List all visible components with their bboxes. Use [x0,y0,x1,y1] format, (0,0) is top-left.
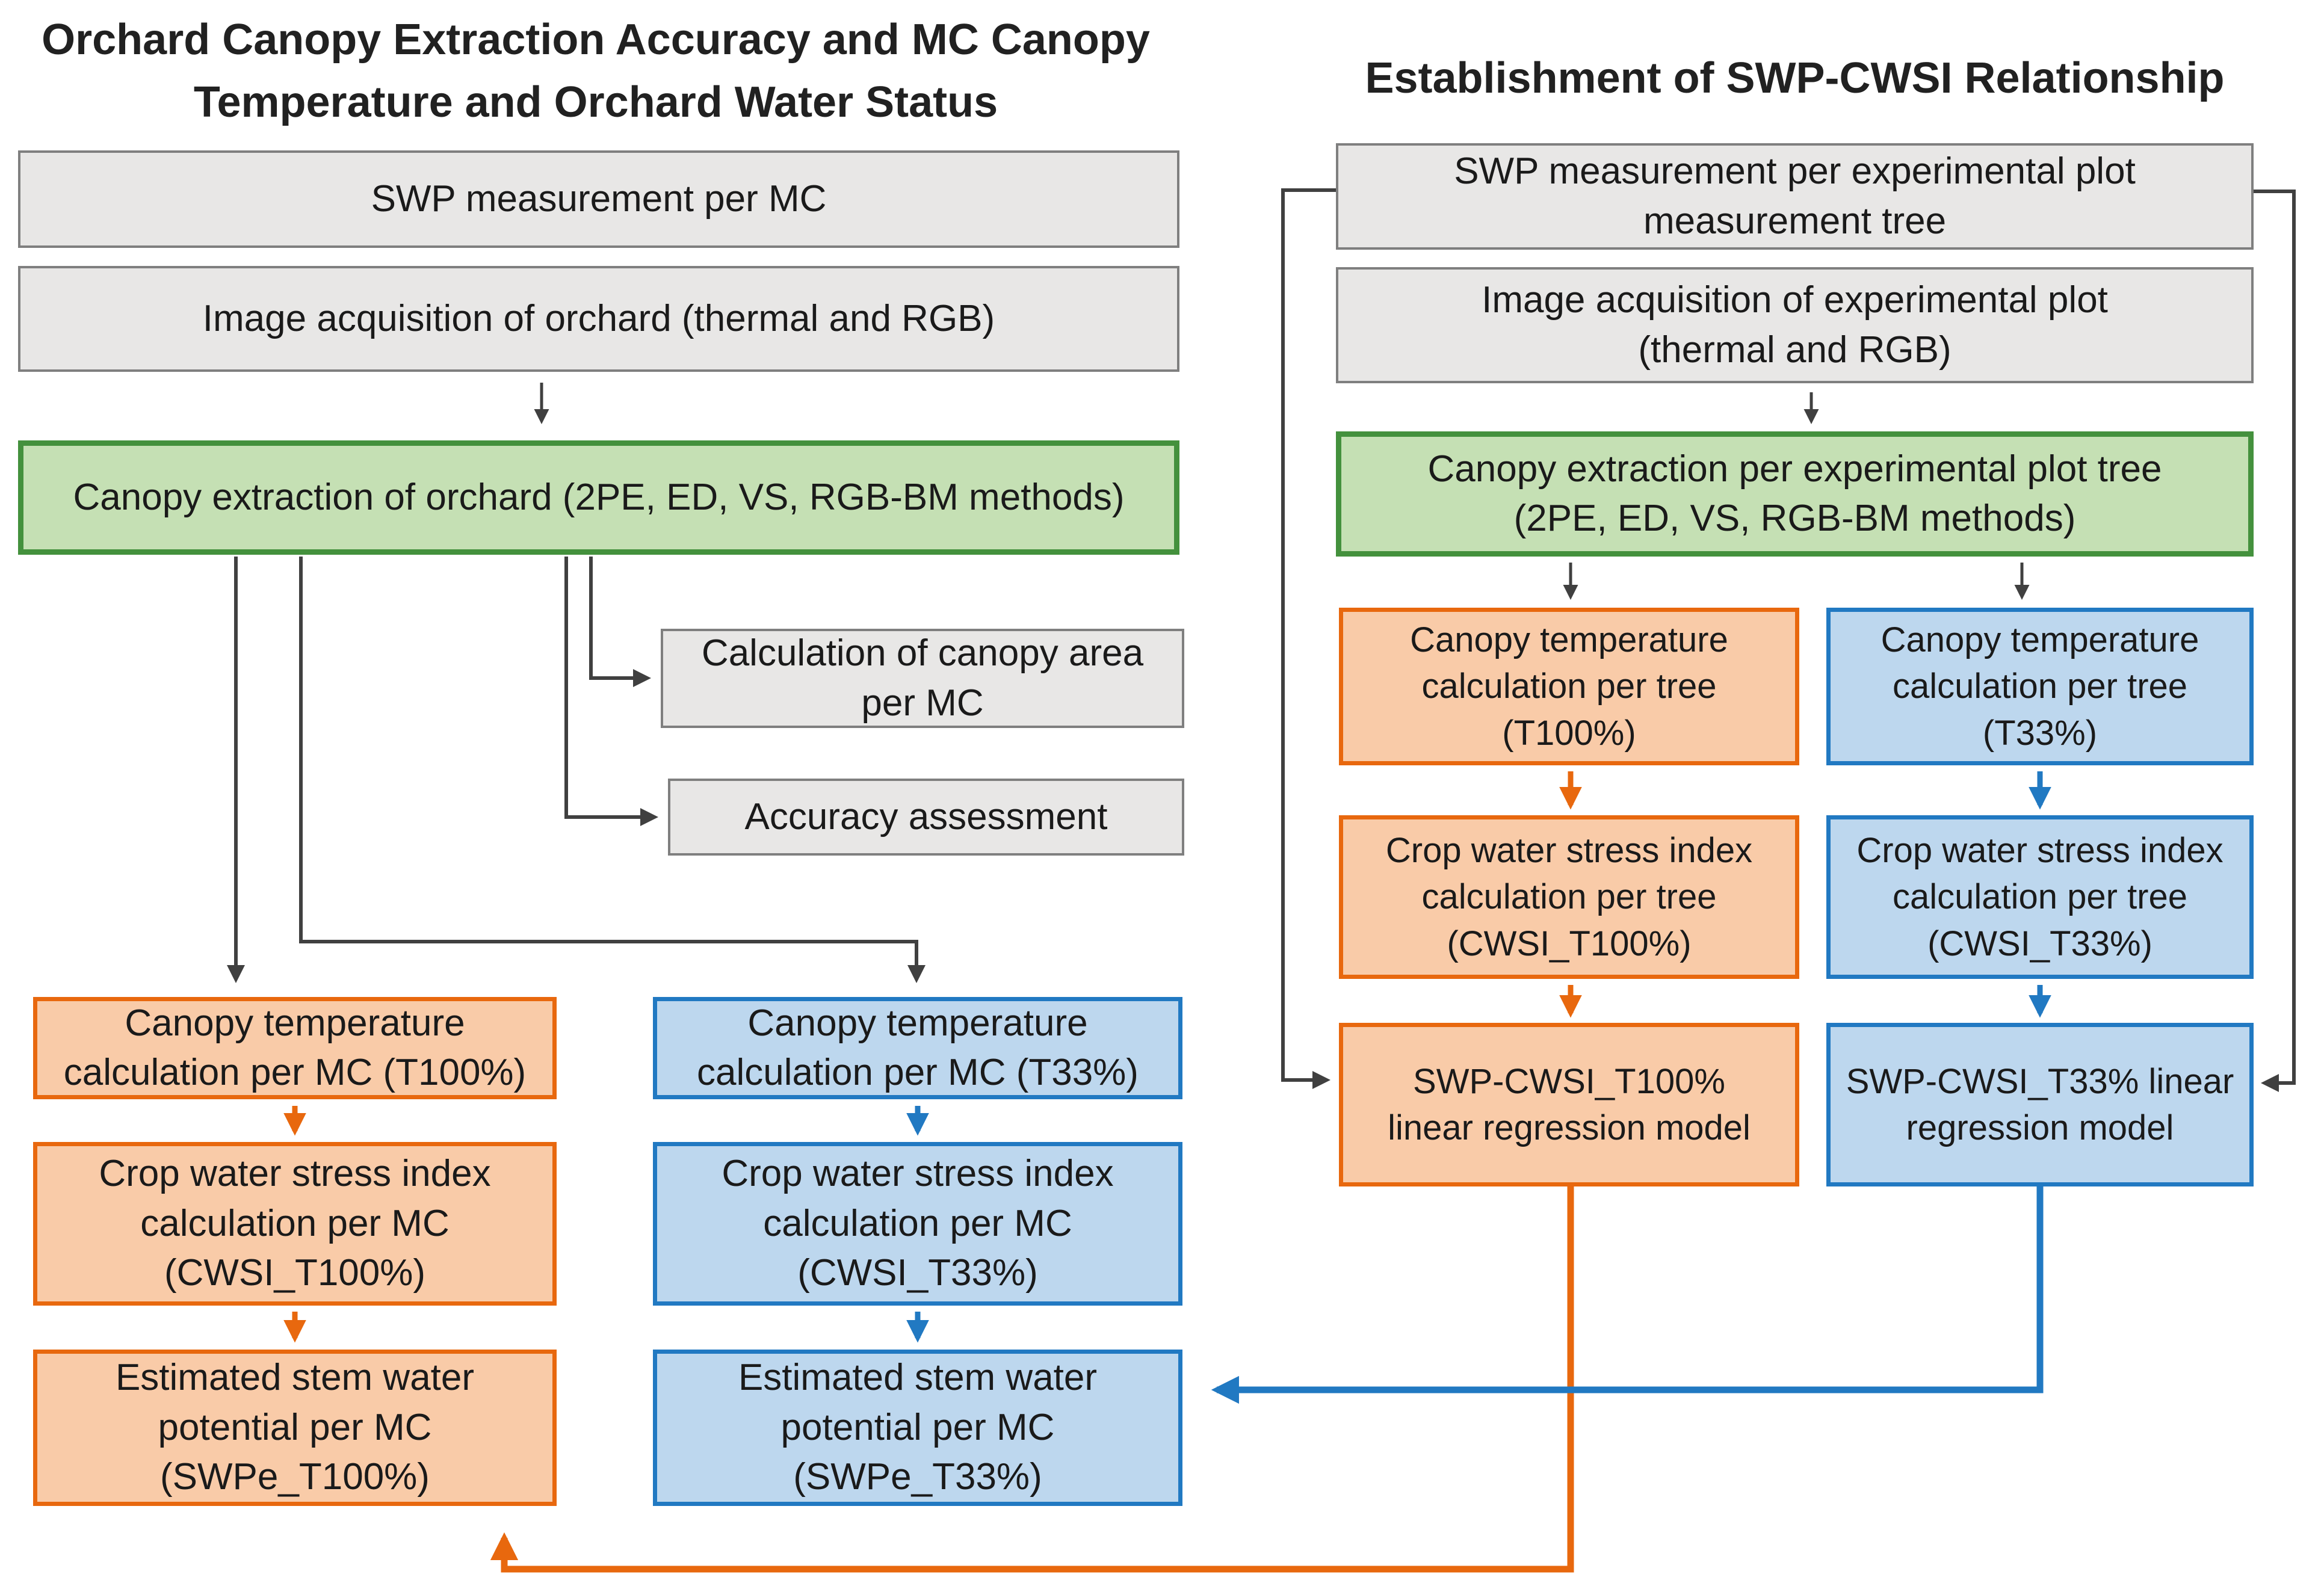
box-swpe-mc-t33: Estimated stem water potential per MC (S… [653,1350,1182,1506]
box-cwsi-tree-t33: Crop water stress index calculation per … [1826,815,2254,979]
arrow-extraction-to-accuracy [564,557,658,826]
arrow-extraction-to-t33-left [299,557,926,983]
arrow-extraction-to-canopy-area [589,557,651,687]
box-cwsi-mc-t33: Crop water stress index calculation per … [653,1142,1182,1306]
box-cwsi-mc-t100: Crop water stress index calculation per … [33,1142,557,1306]
bracket-swp-to-t33-model [2254,190,2296,1092]
box-swp-cwsi-t33-model: SWP-CWSI_T33% linear regression model [1826,1023,2254,1186]
left-panel-title: Orchard Canopy Extraction Accuracy and M… [42,16,1150,127]
box-accuracy-assessment: Accuracy assessment [668,779,1184,856]
box-swp-measurement-plot: SWP measurement per experimental plot me… [1336,143,2254,250]
feedback-t33-model-to-swpe [1211,1186,2044,1404]
box-canopy-area-calculation: Calculation of canopy area per MC [661,629,1184,728]
box-canopy-temp-tree-t33: Canopy temperature calculation per tree … [1826,608,2254,765]
bracket-swp-to-t100-model [1281,188,1336,1089]
box-swpe-mc-t100: Estimated stem water potential per MC (S… [33,1350,557,1506]
box-image-acquisition-orchard: Image acquisition of orchard (thermal an… [18,266,1179,372]
right-panel-title: Establishment of SWP-CWSI Relationship [1365,54,2225,102]
box-canopy-temp-mc-t100: Canopy temperature calculation per MC (T… [33,997,557,1099]
box-cwsi-tree-t100: Crop water stress index calculation per … [1339,815,1799,979]
box-swp-cwsi-t100-model: SWP-CWSI_T100% linear regression model [1339,1023,1799,1186]
box-canopy-temp-tree-t100: Canopy temperature calculation per tree … [1339,608,1799,765]
box-image-acquisition-plot: Image acquisition of experimental plot (… [1336,267,2254,383]
box-canopy-extraction-plot: Canopy extraction per experimental plot … [1336,431,2254,557]
box-canopy-temp-mc-t33: Canopy temperature calculation per MC (T… [653,997,1182,1099]
box-canopy-extraction-orchard: Canopy extraction of orchard (2PE, ED, V… [18,440,1179,555]
box-swp-measurement-mc: SWP measurement per MC [18,150,1179,248]
